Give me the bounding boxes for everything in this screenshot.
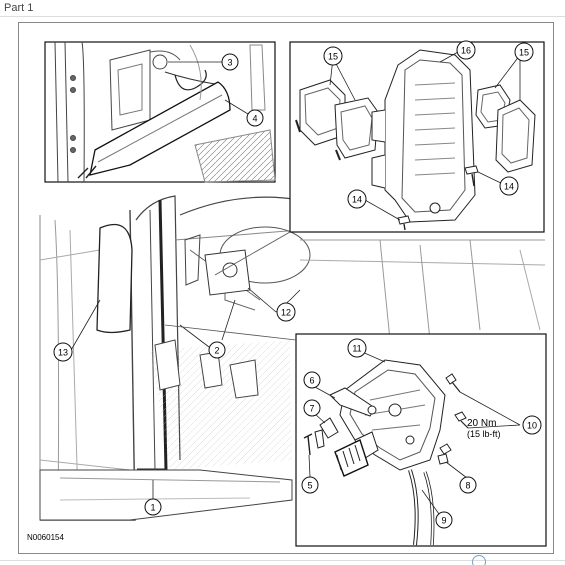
torque-nm: 20 Nm xyxy=(467,418,496,429)
callout-4: 4 xyxy=(246,109,264,127)
figure-id: N0060154 xyxy=(27,533,64,542)
callout-label: 6 xyxy=(309,376,314,386)
callout-13: 13 xyxy=(53,342,73,362)
callout-14: 14 xyxy=(499,176,519,196)
callout-label: 3 xyxy=(227,58,232,68)
torque-lbft: (15 lb-ft) xyxy=(467,429,501,439)
inset-bracket xyxy=(295,333,547,547)
callout-6: 6 xyxy=(303,371,321,389)
callout-label: 14 xyxy=(504,182,514,192)
torque-spec: 20 Nm (15 lb-ft) xyxy=(467,418,501,439)
callout-label: 11 xyxy=(352,344,361,354)
callout-3: 3 xyxy=(221,53,239,71)
callout-label: 9 xyxy=(441,516,446,526)
inset-door-seal xyxy=(44,41,276,183)
callout-label: 4 xyxy=(252,114,257,124)
callout-15: 15 xyxy=(323,46,343,66)
callout-label: 12 xyxy=(281,308,291,318)
callout-1: 1 xyxy=(144,498,162,516)
zoom-icon[interactable] xyxy=(472,555,486,565)
footer-divider xyxy=(0,560,565,561)
callout-14: 14 xyxy=(347,189,367,209)
callout-11: 11 xyxy=(347,338,367,358)
callout-2: 2 xyxy=(208,341,226,359)
callout-label: 14 xyxy=(352,195,362,205)
header-divider xyxy=(0,16,565,17)
cabin-scene xyxy=(39,195,546,521)
callout-label: 16 xyxy=(461,46,471,56)
callout-label: 15 xyxy=(328,52,338,62)
inset-module xyxy=(289,41,545,233)
callout-12: 12 xyxy=(276,302,296,322)
callout-label: 7 xyxy=(309,404,314,414)
callout-5: 5 xyxy=(301,476,319,494)
callout-label: 2 xyxy=(214,346,219,356)
callout-7: 7 xyxy=(303,399,321,417)
callouts: 1 2 3 4 5 6 7 xyxy=(53,40,542,529)
callout-label: 13 xyxy=(58,348,68,358)
callout-15: 15 xyxy=(514,42,534,62)
callout-label: 1 xyxy=(150,503,155,513)
callout-label: 8 xyxy=(465,481,470,491)
part-label: Part 1 xyxy=(4,2,34,14)
callout-10: 10 xyxy=(522,415,542,435)
callout-8: 8 xyxy=(459,476,477,494)
callout-9: 9 xyxy=(435,511,453,529)
callout-label: 10 xyxy=(527,421,537,431)
callout-label: 5 xyxy=(307,481,312,491)
callout-label: 15 xyxy=(519,48,529,58)
leader-lines xyxy=(69,51,521,515)
callout-16: 16 xyxy=(456,40,476,60)
